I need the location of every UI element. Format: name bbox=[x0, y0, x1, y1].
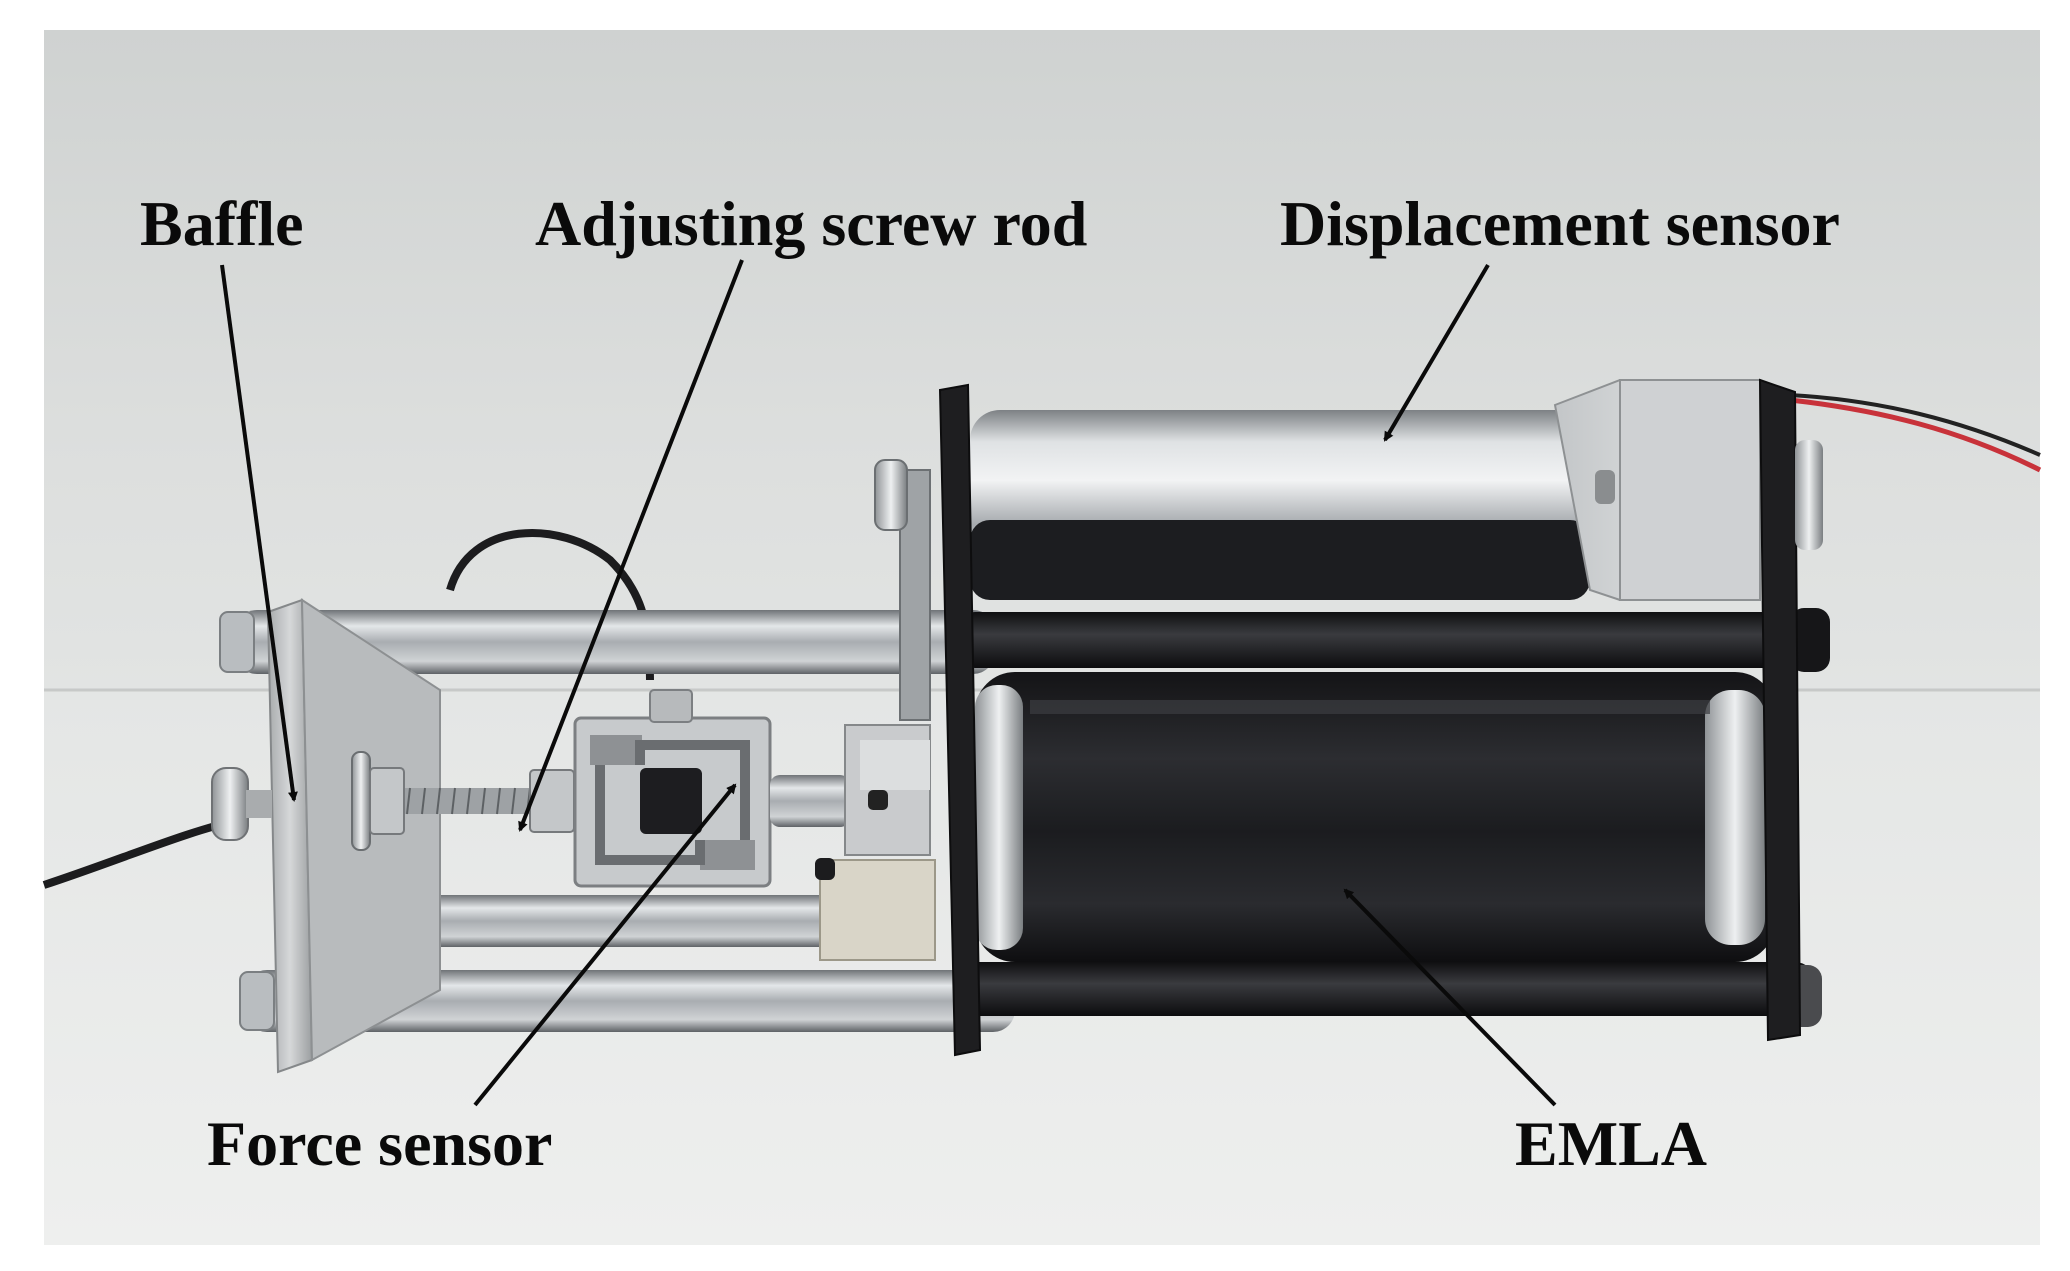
sensor-block-front bbox=[1619, 379, 1761, 601]
mounting-bracket bbox=[815, 724, 936, 961]
displacement-sensor-label: Displacement sensor bbox=[1280, 188, 1840, 259]
red-wire bbox=[1789, 397, 2042, 473]
upper-black-rod bbox=[955, 612, 1815, 668]
force-sensor-arrow bbox=[473, 783, 737, 1107]
top-rod-nut bbox=[219, 611, 255, 673]
displacement-sensor-arrow bbox=[1383, 263, 1490, 442]
force-sensor-label: Force sensor bbox=[207, 1108, 553, 1179]
screw-nut-right bbox=[529, 769, 575, 833]
emla-motor-ring-left bbox=[975, 685, 1023, 950]
baffle-arrow bbox=[220, 264, 298, 802]
baffle-bolt-head bbox=[211, 767, 249, 841]
emla-motor-ring-right bbox=[1705, 690, 1765, 945]
displacement-sensor-lower bbox=[970, 520, 1590, 600]
middle-guide-rod bbox=[410, 895, 880, 947]
emla-motor-highlight bbox=[1030, 700, 1710, 714]
baffle-bolt-shank bbox=[246, 790, 272, 818]
emla-motor-body bbox=[975, 672, 1775, 962]
black-wire bbox=[1789, 393, 2041, 457]
rear-frame-plate bbox=[1758, 378, 1802, 1042]
actuator-push-rod bbox=[770, 775, 850, 827]
adjusting-screw-rod-arrow bbox=[518, 259, 744, 832]
emla-label: EMLA bbox=[1515, 1108, 1707, 1179]
screw-nut-left bbox=[369, 767, 405, 835]
emla-arrow bbox=[1343, 888, 1557, 1107]
force-sensor bbox=[573, 689, 772, 888]
sensor-bracket-bolt bbox=[874, 459, 908, 531]
sensor-block-screw bbox=[1595, 470, 1615, 504]
bottom-rod-nut bbox=[239, 971, 275, 1031]
adjusting-screw-rod-label: Adjusting screw rod bbox=[535, 188, 1088, 259]
screw-washer bbox=[351, 751, 371, 851]
baffle-label: Baffle bbox=[140, 188, 304, 259]
upper-black-rod-end bbox=[1790, 608, 1830, 672]
rear-plate-bolt bbox=[1795, 440, 1823, 550]
front-frame-plate bbox=[938, 383, 982, 1057]
lower-black-rod bbox=[955, 962, 1815, 1016]
top-guide-rod bbox=[235, 610, 995, 674]
